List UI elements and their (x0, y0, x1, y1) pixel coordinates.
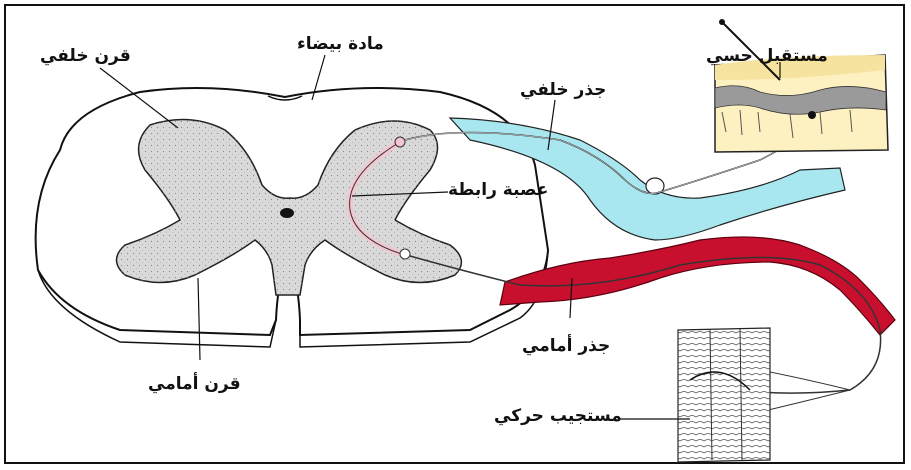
label-dorsal-root: جذر خلفي (520, 82, 606, 99)
central-canal (280, 208, 294, 218)
label-motor-effector: مستجيب حركي (494, 408, 622, 425)
label-dorsal-horn: قرن خلفي (40, 48, 131, 65)
label-ventral-horn: قرن أمامي (148, 376, 241, 393)
label-interneuron: عصبة رابطة (448, 182, 548, 199)
skin-receptor-block (715, 19, 888, 152)
label-sensory-receptor: مستقبل حسي (706, 48, 828, 65)
label-white-matter: مادة بيضاء (297, 36, 384, 53)
muscle-block (678, 328, 770, 462)
label-ventral-root: جذر أمامي (522, 338, 610, 355)
